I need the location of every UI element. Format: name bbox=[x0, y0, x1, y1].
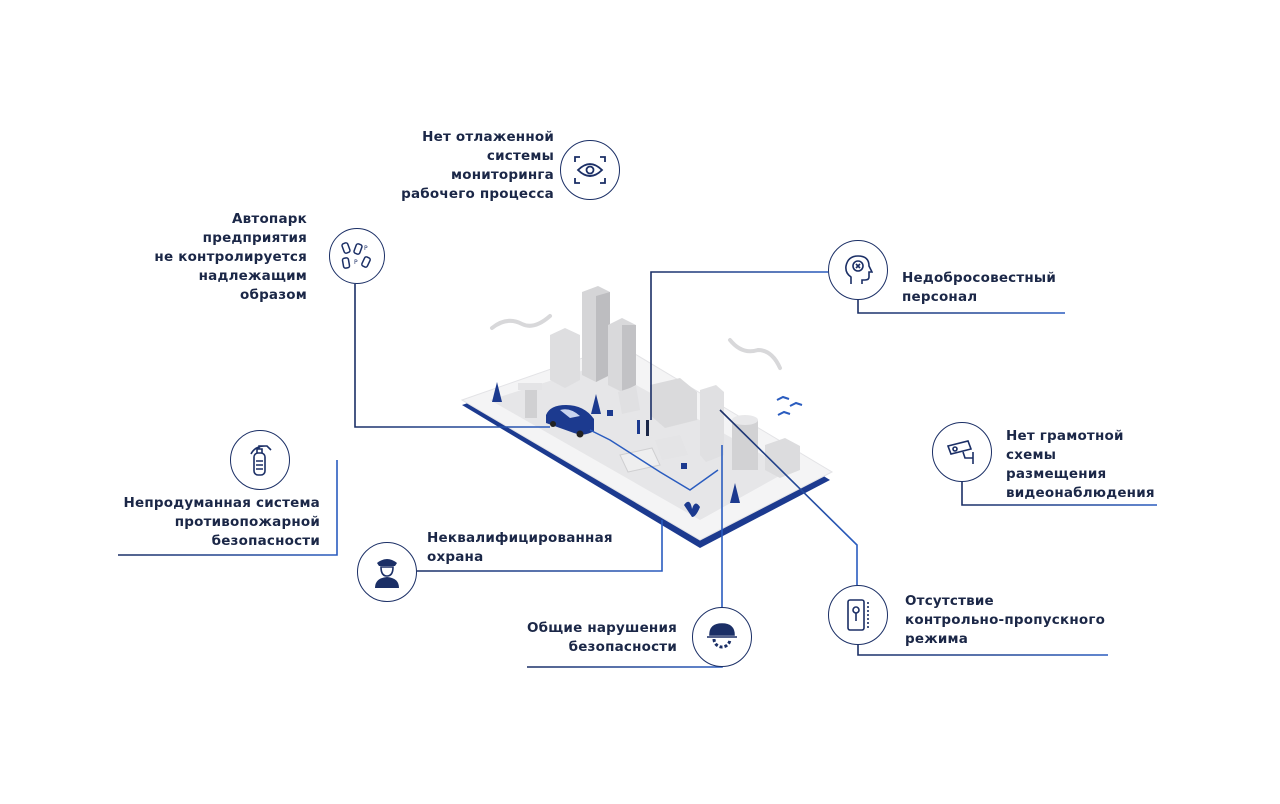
hard-hat-gear-icon bbox=[692, 607, 752, 667]
svg-text:P: P bbox=[364, 245, 368, 252]
buildings bbox=[518, 286, 800, 478]
birds bbox=[776, 395, 803, 416]
svg-text:P: P bbox=[354, 259, 358, 266]
connector-lines bbox=[118, 200, 1157, 668]
fire-extinguisher-icon bbox=[230, 430, 290, 490]
eye-icon bbox=[560, 140, 620, 200]
security-guard-icon bbox=[357, 542, 417, 602]
trees bbox=[492, 382, 740, 517]
cctv-camera-icon bbox=[932, 422, 992, 482]
car bbox=[546, 405, 594, 438]
head-x-icon bbox=[828, 240, 888, 300]
access-card-reader-icon bbox=[828, 585, 888, 645]
